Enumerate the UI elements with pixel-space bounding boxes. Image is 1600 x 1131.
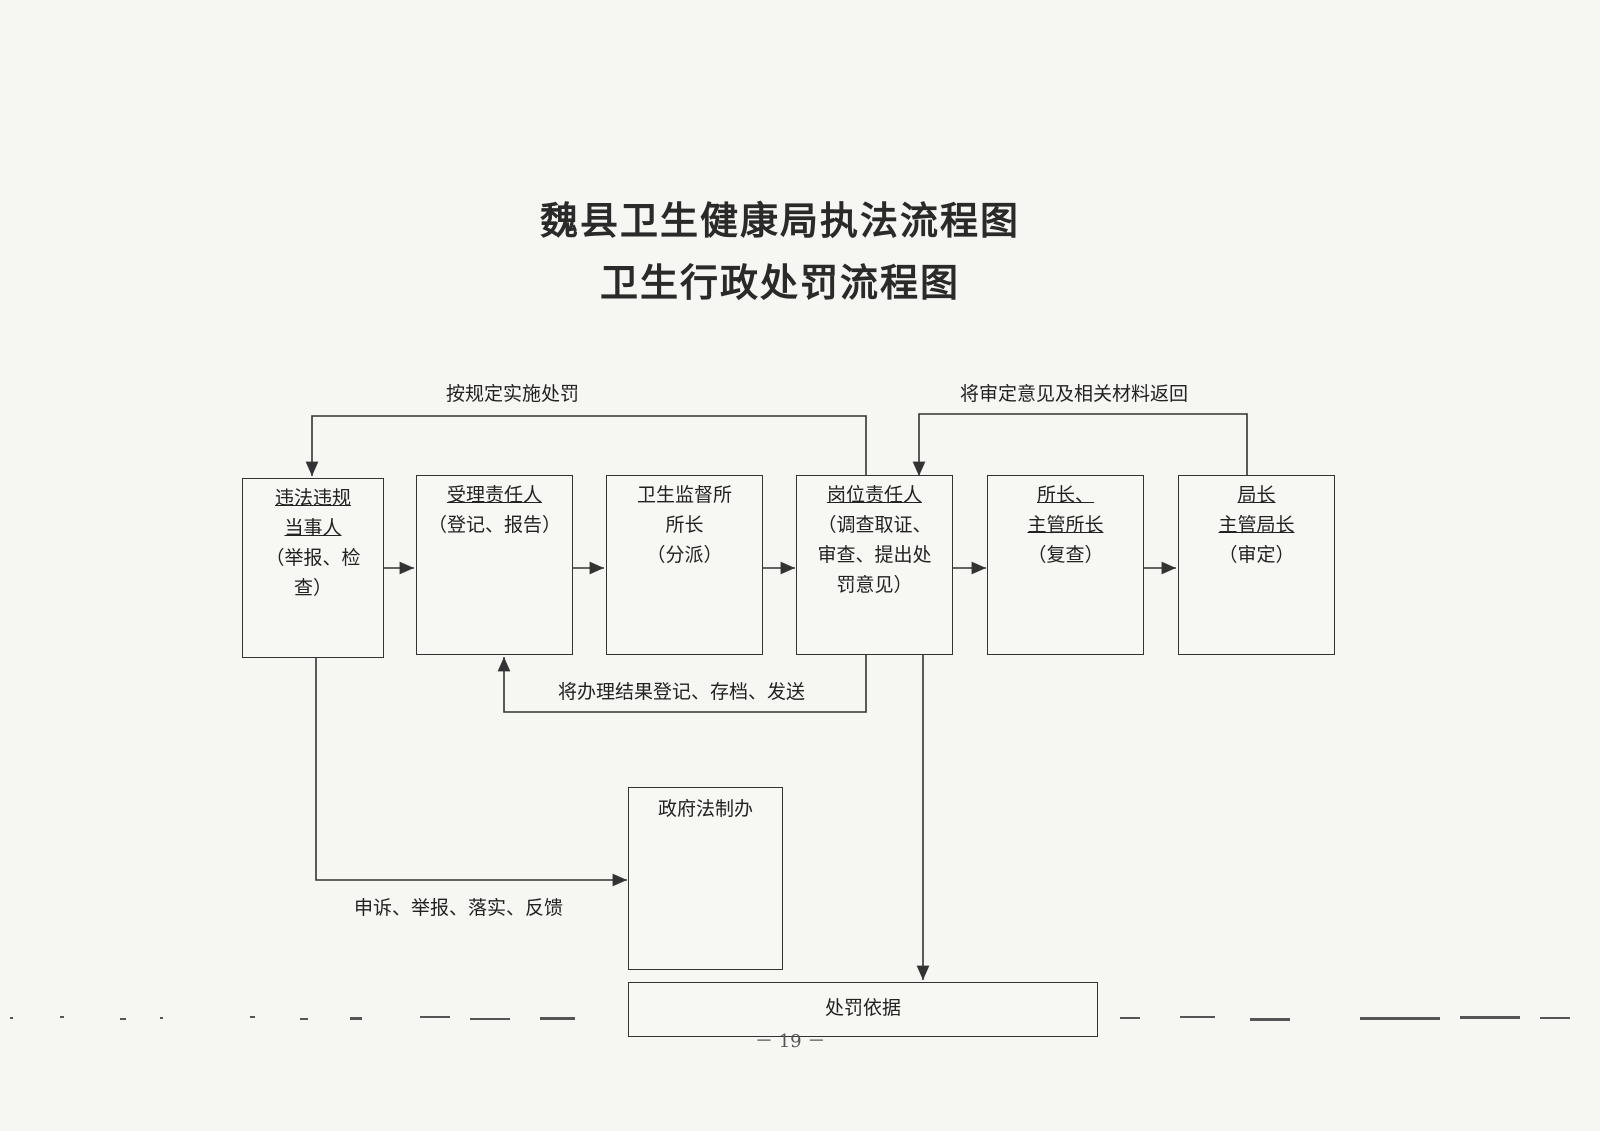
- box-bureau-line1: 局长: [1237, 484, 1276, 506]
- box-station-line1: 卫生监督所: [636, 484, 732, 506]
- label-appeal: 申诉、举报、落实、反馈: [354, 897, 564, 919]
- box-post-line3: 审查、提出处: [817, 544, 932, 566]
- arrow-record-loop: [497, 655, 867, 713]
- label-return: 将审定意见及相关材料返回: [960, 383, 1189, 405]
- box-bureau-line2: 主管局长: [1218, 514, 1295, 536]
- box-director-line2: 主管所长: [1027, 514, 1104, 536]
- scan-speckle: [10, 1016, 1570, 1021]
- box-basis-line1: 处罚依据: [824, 997, 901, 1019]
- box-acceptor-line2: （登记、报告）: [427, 514, 561, 536]
- box-director-line1: 所长、: [1036, 484, 1094, 506]
- box-acceptor: 受理责任人 （登记、报告）: [416, 475, 573, 655]
- label-enforce: 按规定实施处罚: [446, 383, 580, 405]
- box-party-line4: 查）: [293, 577, 332, 599]
- arrow-appeal: [315, 655, 627, 887]
- box-post-line1: 岗位责任人: [826, 484, 922, 506]
- box-party: 违法违规 当事人 （举报、检 查）: [242, 478, 384, 658]
- box-post-line4: 罚意见）: [836, 574, 913, 596]
- box-director: 所长、 主管所长 （复查）: [987, 475, 1144, 655]
- box-legal-office: 政府法制办: [628, 787, 783, 970]
- box-station: 卫生监督所 所长 （分派）: [606, 475, 763, 655]
- arrow-enforce-loop: [305, 415, 867, 478]
- box-party-line3: （举报、检: [265, 547, 361, 569]
- arrow-return-loop: [912, 413, 1248, 478]
- box-bureau: 局长 主管局长 （审定）: [1178, 475, 1335, 655]
- box-station-line3: （分派）: [646, 544, 723, 566]
- label-record: 将办理结果登记、存档、发送: [558, 681, 806, 703]
- page-number: － 19 －: [755, 1031, 826, 1052]
- box-acceptor-line1: 受理责任人: [446, 484, 542, 506]
- box-post-line2: （调查取证、: [817, 514, 932, 536]
- box-post: 岗位责任人 （调查取证、 审查、提出处 罚意见）: [796, 475, 953, 655]
- box-party-line1: 违法违规: [274, 487, 351, 509]
- box-station-line2: 所长: [665, 514, 704, 536]
- box-bureau-line3: （审定）: [1218, 544, 1295, 566]
- box-legal-office-line1: 政府法制办: [657, 798, 753, 820]
- page-title: 魏县卫生健康局执法流程图: [539, 198, 1020, 243]
- box-director-line3: （复查）: [1027, 544, 1104, 566]
- page-subtitle: 卫生行政处罚流程图: [599, 260, 960, 305]
- box-party-line2: 当事人: [284, 517, 342, 539]
- box-basis: 处罚依据: [628, 982, 1098, 1037]
